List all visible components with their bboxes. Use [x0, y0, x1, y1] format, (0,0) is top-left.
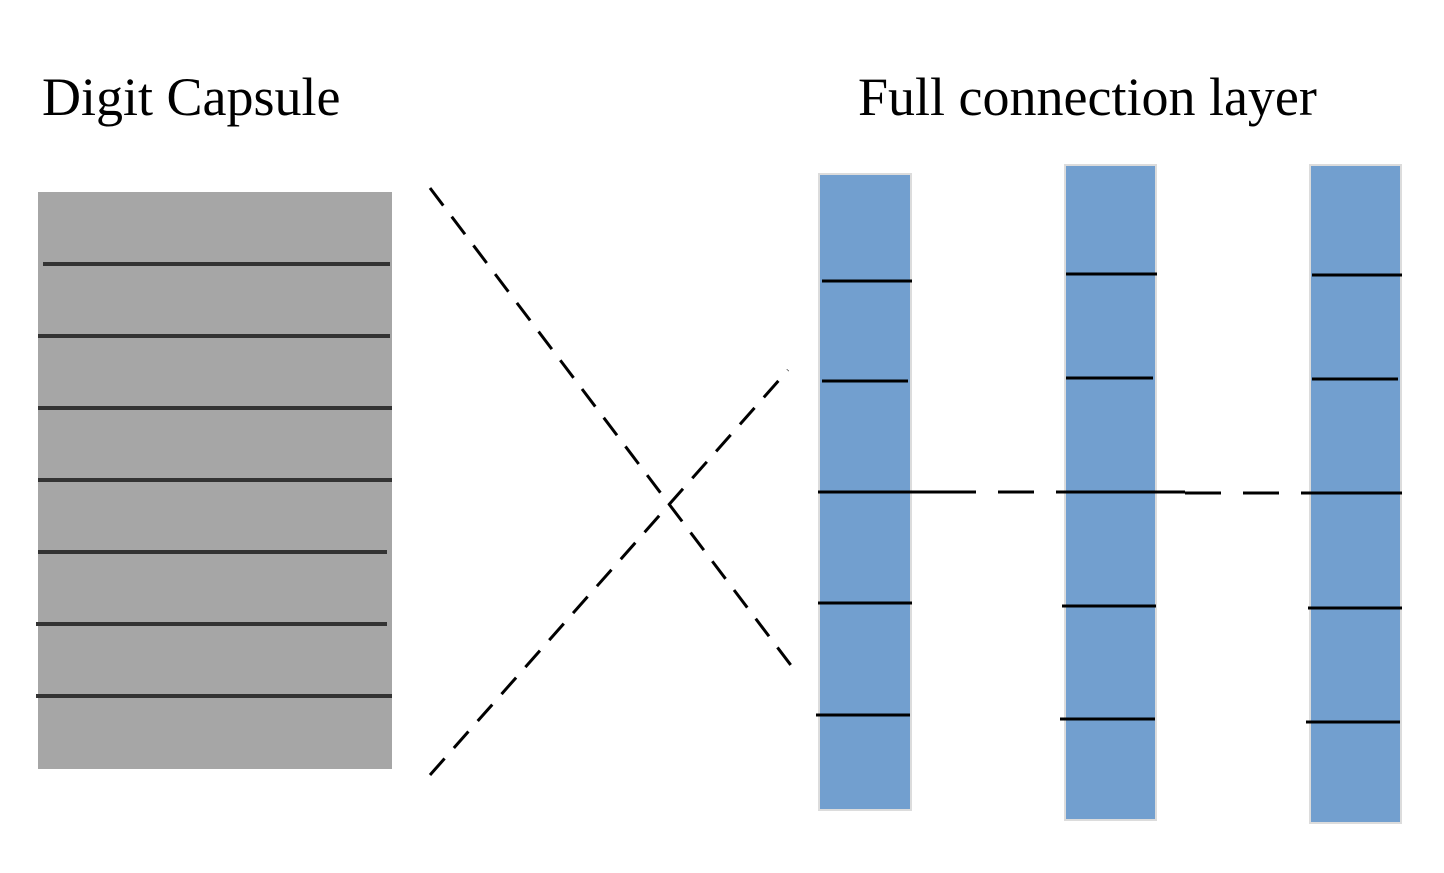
- digit-capsule-block: [36, 192, 392, 769]
- fc-column-2: [1060, 164, 1185, 821]
- full-connection-layer-label: Full connection layer: [858, 67, 1317, 127]
- cross-connections: [428, 187, 795, 776]
- full-connection-columns: [816, 164, 1402, 824]
- fc-column-3: [1306, 164, 1402, 824]
- dashed-connection-up: [428, 369, 790, 776]
- digit-capsule-label: Digit Capsule: [42, 67, 341, 127]
- dashed-connection-down: [428, 187, 795, 669]
- column-connections: [940, 490, 1308, 495]
- fc-column-1: [816, 173, 940, 811]
- digit-capsule-dividers: [36, 262, 392, 698]
